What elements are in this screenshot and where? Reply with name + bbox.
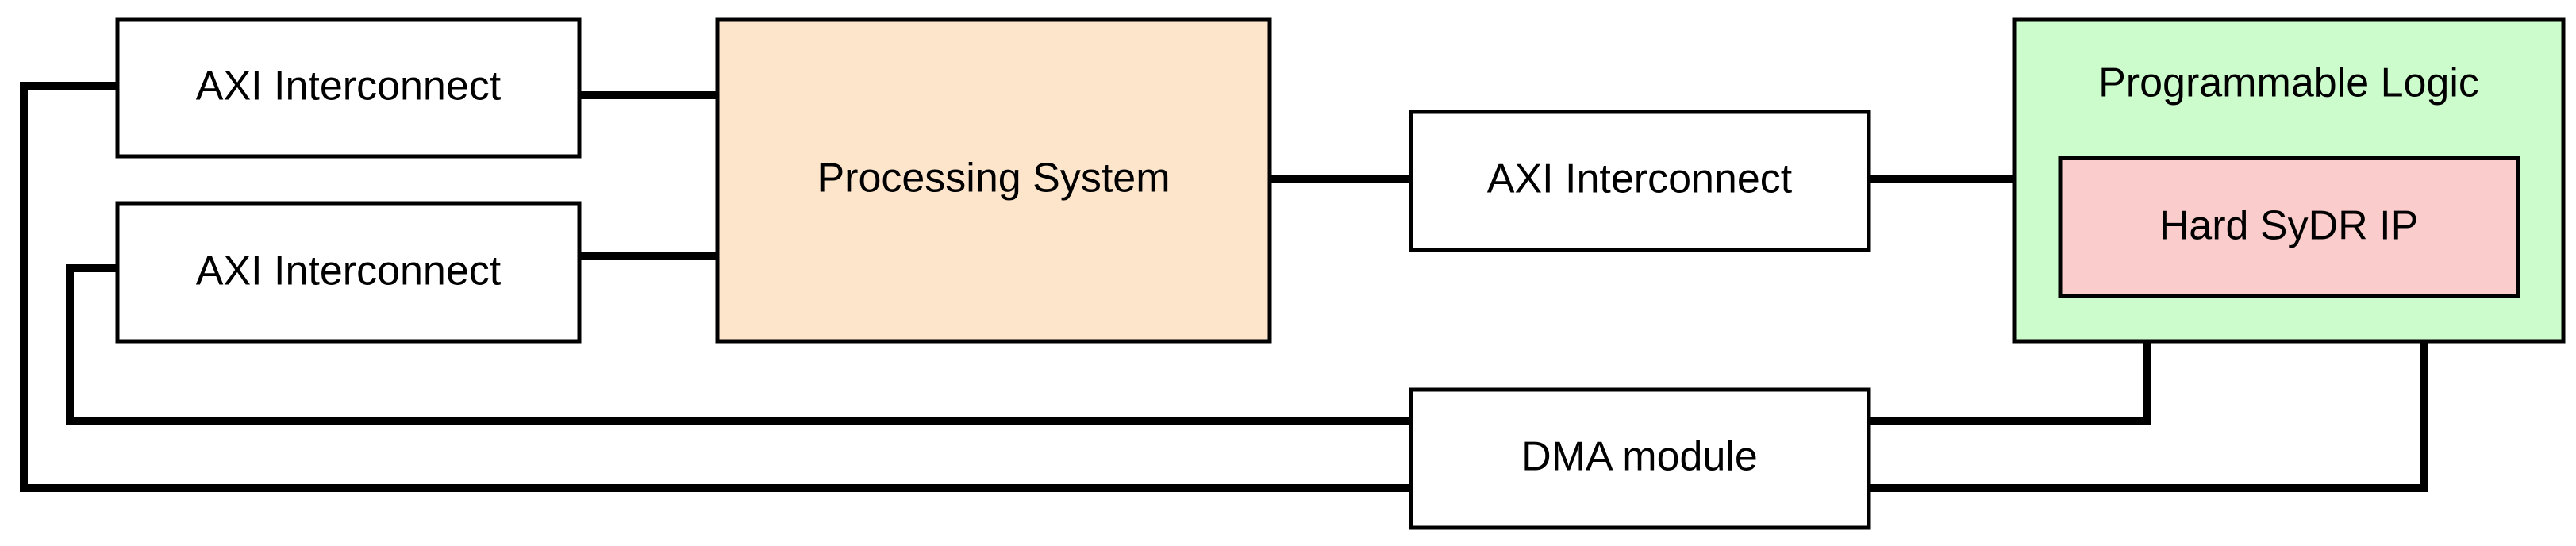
hard-sydr-ip-box [2058, 156, 2520, 298]
dma-module: DMA module [1409, 387, 1871, 530]
hard-sydr-ip-label: Hard SyDR IP [2159, 203, 2419, 249]
connection-axi-bottom-to-dma-inner [66, 264, 1413, 425]
processing-system: Processing System [715, 17, 1272, 344]
axi-interconnect-bottom-left: AXI Interconnect [115, 201, 582, 344]
axi-interconnect-middle-box [1409, 110, 1871, 252]
axi-interconnect-middle-label: AXI Interconnect [1487, 156, 1793, 202]
dma-module-box [1409, 387, 1871, 530]
axi-interconnect-top-left-label: AXI Interconnect [196, 63, 502, 110]
axi-interconnect-bottom-left-label: AXI Interconnect [196, 248, 502, 294]
processing-system-box [715, 17, 1272, 344]
axi-interconnect-top-left-box [115, 17, 582, 159]
connection-pl-left-to-dma [1865, 339, 2151, 425]
connection-pl-right-to-dma [1865, 339, 2428, 492]
axi-interconnect-middle: AXI Interconnect [1409, 110, 1871, 252]
axi-interconnect-top-left: AXI Interconnect [115, 17, 582, 159]
connection-axi-top-to-dma-outer [20, 82, 1413, 492]
hard-sydr-ip: Hard SyDR IP [2058, 156, 2520, 298]
dma-module-label: DMA module [1521, 434, 1758, 480]
programmable-logic-label: Programmable Logic [2098, 60, 2479, 106]
axi-interconnect-bottom-left-box [115, 201, 582, 344]
processing-system-label: Processing System [817, 156, 1170, 202]
connections [20, 82, 2428, 492]
